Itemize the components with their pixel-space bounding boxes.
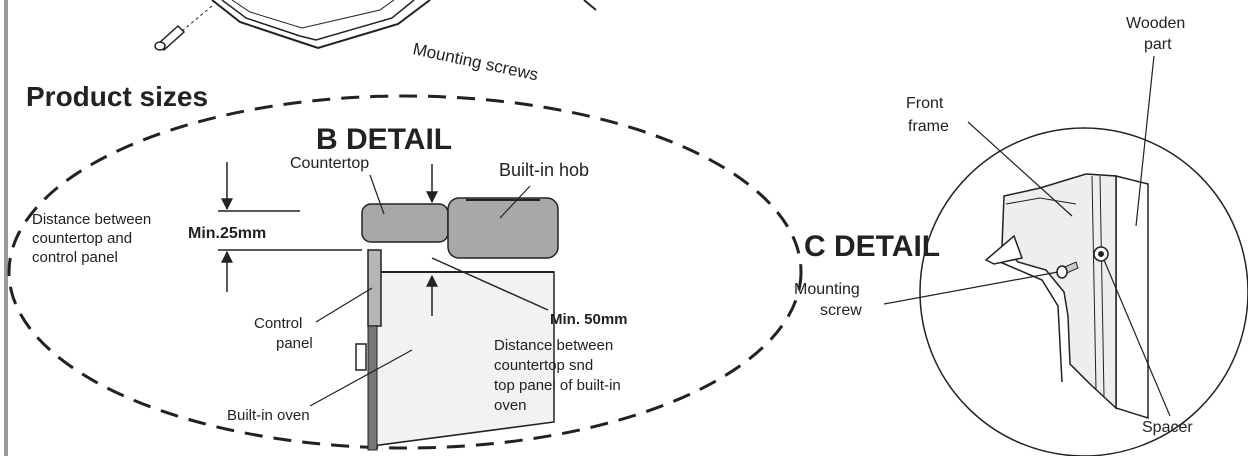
c-detail-title: C DETAIL [804,230,940,263]
distance-top-line-3: top panel of built-in [494,377,621,394]
mounting-screw-line-1: Mounting [794,281,860,298]
front-frame-line-1: Front [906,95,944,112]
c-detail-assembly [984,173,1149,420]
front-frame-leader [967,121,1073,217]
b-detail-ellipse [7,94,803,450]
distance-label-line-2: countertop and [32,230,132,247]
oven-leader [309,349,413,407]
distance-top-line-1: Distance between [494,337,613,354]
min-25-label: Min.25mm [188,225,266,242]
min-50-label: Min. 50mm [550,311,628,328]
mounting-screw-leader [883,271,1059,305]
dim-50-leader [431,257,549,311]
countertop-leader [369,174,385,215]
oven-door-handle [355,343,367,371]
wooden-part-leader [1135,55,1155,227]
wooden-part-line-1: Wooden [1126,15,1185,32]
control-panel-block [367,249,382,327]
hob-leader [499,185,531,219]
hob-top-drawing [211,0,597,50]
built-in-hob-label: Built-in hob [499,160,589,180]
distance-top-line-2: countertop snd [494,357,593,374]
control-panel-leader [315,287,373,323]
product-sizes-heading: Product sizes [26,81,208,112]
b-detail-title: B DETAIL [316,123,452,156]
spacer-leader [1103,259,1171,417]
wooden-part-line-2: part [1144,36,1172,53]
control-panel-line-1: Control [254,315,302,332]
screw-icon [154,5,213,52]
c-detail-circle [919,127,1248,456]
built-in-hob-block [447,197,559,259]
mounting-screws-label: Mounting screws [411,39,540,84]
oven-door-strip [367,325,378,451]
built-in-oven-label: Built-in oven [227,407,310,424]
front-frame-line-2: frame [908,118,949,135]
distance-top-line-4: oven [494,397,527,414]
countertop-label: Countertop [290,155,369,172]
spacer-label: Spacer [1142,419,1193,436]
countertop-block [361,203,449,243]
distance-label-line-1: Distance between [32,211,151,228]
mounting-screw-line-2: screw [820,302,862,319]
distance-label-line-3: control panel [32,249,118,266]
control-panel-line-2: panel [276,335,313,352]
